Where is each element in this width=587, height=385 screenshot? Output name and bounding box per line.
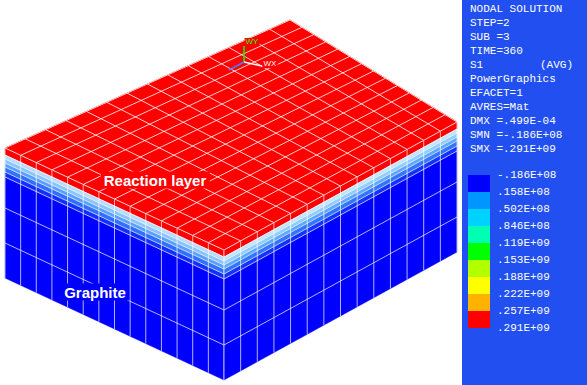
mesh-line [130, 206, 131, 336]
legend-swatch [468, 294, 490, 311]
mesh-line [224, 122, 457, 250]
mesh-line [373, 168, 374, 298]
legend-value: .222E+09 [497, 289, 550, 300]
header-text: DMX =.499E-04 [470, 116, 556, 127]
legend-swatch [468, 311, 490, 328]
mesh-line [273, 223, 274, 353]
mesh-line [457, 122, 458, 252]
mesh-line [209, 57, 391, 159]
mesh-line [290, 20, 457, 122]
legend-swatch [468, 277, 490, 294]
legend-value: .291E+09 [497, 323, 550, 334]
header-text: SUB =3 [470, 32, 510, 43]
legend-value: .153E+09 [497, 255, 550, 266]
mesh-line [249, 38, 423, 140]
mesh-line [161, 221, 162, 351]
mesh-line [5, 148, 6, 278]
header-text: S1 [470, 60, 483, 71]
axis-label: WY [245, 38, 260, 46]
mesh-line [440, 131, 441, 261]
mesh-line [168, 75, 357, 177]
mesh-line [208, 243, 209, 373]
legend-swatch [468, 243, 490, 260]
mesh-line [357, 177, 358, 307]
header-text: TIME=360 [470, 46, 523, 57]
header-text: (AVG) [540, 60, 573, 71]
legend-value: .119E+09 [497, 238, 550, 249]
mesh-line [146, 86, 398, 214]
legend-swatch [468, 260, 490, 277]
mesh-line [98, 192, 99, 322]
axis-triad [229, 46, 262, 70]
legend-value: .502E+08 [497, 204, 550, 215]
mesh-line [51, 170, 52, 300]
part-label: Reaction layer [101, 172, 210, 189]
legend-value: .188E+09 [497, 272, 550, 283]
header-text: AVRES=Mat [470, 102, 529, 113]
legend-swatch [468, 209, 490, 226]
top-face [5, 20, 457, 250]
mesh-line [390, 159, 391, 289]
mesh-line [257, 232, 258, 362]
part-label: Graphite [61, 284, 129, 301]
mesh-line [340, 186, 341, 316]
mesh-line [114, 199, 115, 329]
mesh-line [240, 241, 241, 371]
mesh-line [193, 107, 433, 235]
legend-panel [462, 0, 587, 385]
legend-swatch [468, 175, 490, 192]
mesh-line [224, 250, 225, 380]
mesh-line [270, 29, 441, 131]
axis-label: WX [263, 60, 278, 68]
legend-value: .257E+09 [497, 306, 550, 317]
legend-value: .846E+08 [497, 221, 550, 232]
header-text: SMN =-.186E+08 [470, 130, 562, 141]
mesh-line [290, 213, 291, 343]
mesh-line [323, 195, 324, 325]
header-text: SMX =.291E+09 [470, 144, 556, 155]
mesh-line [229, 47, 407, 149]
header-text: EFACET=1 [470, 88, 523, 99]
legend-value: .158E+08 [497, 187, 550, 198]
mesh-line [99, 64, 362, 192]
mesh-line [161, 93, 409, 221]
legend-value: -.186E+08 [497, 170, 556, 181]
mesh-line [188, 66, 374, 168]
header-text: NODAL SOLUTION [470, 4, 562, 15]
mesh-line [36, 163, 37, 293]
mesh-line [192, 235, 193, 365]
mesh-line [177, 228, 178, 358]
mesh-line [20, 155, 21, 285]
mesh-line [407, 149, 408, 279]
legend-swatch [468, 192, 490, 209]
legend-swatch [468, 226, 490, 243]
mesh-line [307, 204, 308, 334]
header-text: PowerGraphics [470, 74, 556, 85]
block-model [5, 20, 457, 380]
mesh-line [145, 214, 146, 344]
mesh-line [208, 115, 445, 243]
header-text: STEP=2 [470, 18, 510, 29]
mesh-line [423, 140, 424, 270]
